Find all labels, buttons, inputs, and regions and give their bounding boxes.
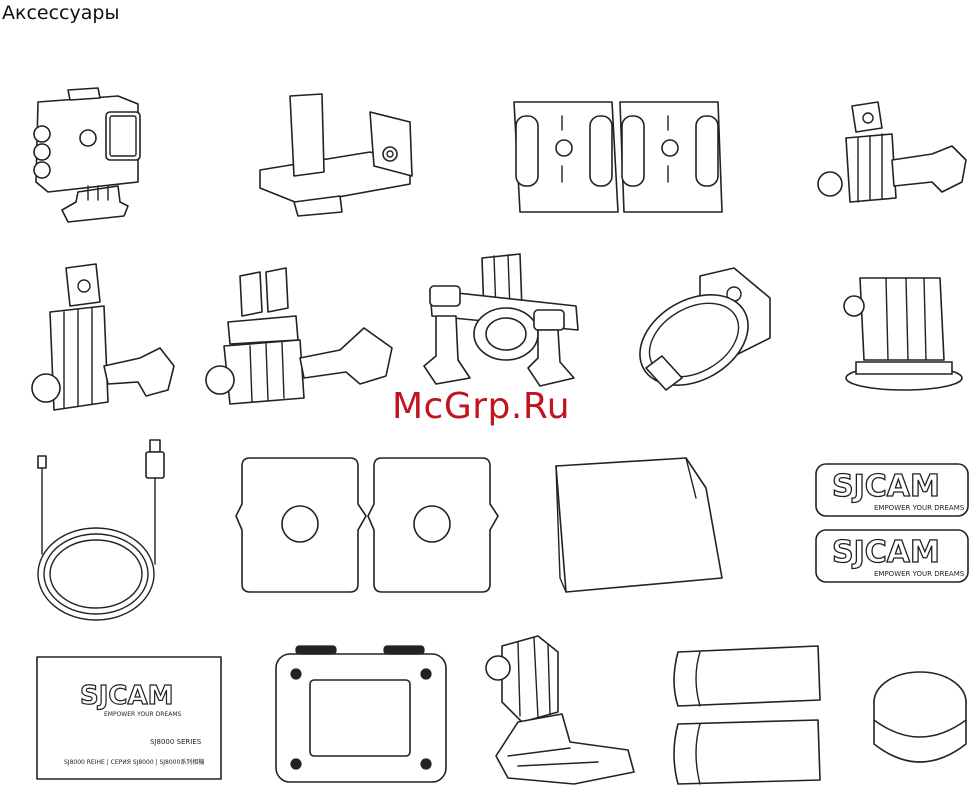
manual-series: SJ8000 SERIES xyxy=(150,738,202,746)
usb-cable xyxy=(32,434,172,624)
manual-brand: SJCAM xyxy=(80,681,173,711)
sticker-brand: SJCAM xyxy=(832,469,940,504)
manual-tagline: EMPOWER YOUR DREAMS xyxy=(104,711,181,718)
user-manual: SJCAM EMPOWER YOUR DREAMS SJ8000 SERIES … xyxy=(36,656,222,780)
sticker-tagline: EMPOWER YOUR DREAMS xyxy=(874,570,965,578)
sticker-brand: SJCAM xyxy=(832,535,940,570)
lens-cap xyxy=(870,664,970,784)
page-title: Аксессуары xyxy=(2,2,119,24)
logo-stickers: SJCAM EMPOWER YOUR DREAMS SJCAM EMPOWER … xyxy=(814,462,970,586)
flat-adhesive-mounts xyxy=(506,96,726,216)
waterproof-case xyxy=(28,82,158,232)
watermark-text: McGrp.Ru xyxy=(392,386,570,427)
tripod-mount xyxy=(820,270,970,400)
adhesive-pads xyxy=(236,452,506,598)
frame-mount xyxy=(250,92,420,222)
backdoor xyxy=(272,640,450,786)
three-way-pivot xyxy=(200,262,400,412)
tripod-adapter xyxy=(630,268,780,398)
cleaning-cloth xyxy=(546,458,726,598)
handlebar-mount xyxy=(416,250,596,390)
quick-release-buckle xyxy=(478,632,638,792)
long-pivot-arm xyxy=(30,262,180,422)
velcro-straps xyxy=(668,642,824,788)
manual-languages: SJ8000 REIHE | СЕРИЯ SJ8000 | SJ8000系列相機 xyxy=(64,758,204,766)
sticker-tagline: EMPOWER YOUR DREAMS xyxy=(874,504,965,512)
j-pivot-with-screw xyxy=(812,98,970,208)
